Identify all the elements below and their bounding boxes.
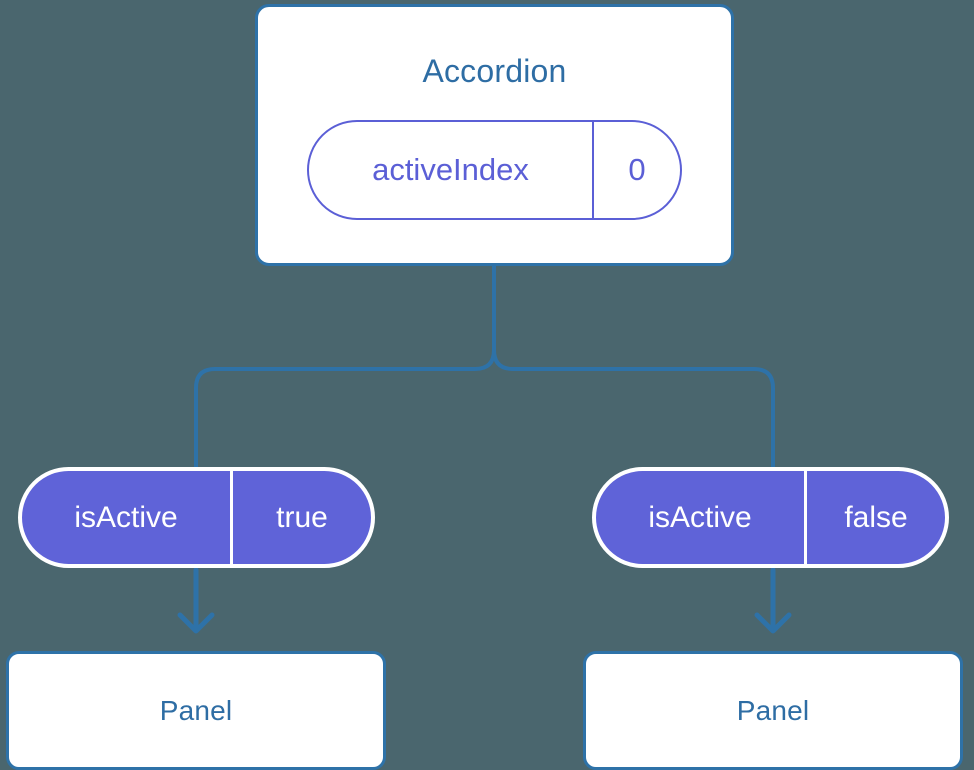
connector-branch-left [194,264,496,472]
arrow-right-pill-to-panel [754,567,792,634]
panel-node-left[interactable]: Panel [6,651,386,770]
accordion-label: Accordion [422,53,567,89]
state-pill-active-index-name: activeIndex [309,122,594,218]
prop-pill-is-active-true[interactable]: isActive true [18,467,375,568]
arrow-left-pill-to-panel [177,567,215,634]
state-pill-active-index-value: 0 [628,152,646,187]
prop-pill-is-active-false-name: isActive [596,471,807,564]
connector-branch-right [492,264,775,472]
panel-node-right[interactable]: Panel [583,651,963,770]
state-pill-active-index[interactable]: activeIndex 0 [307,120,682,220]
prop-pill-is-active-false-value: false [844,500,908,534]
prop-pill-is-active-true-value: true [276,500,328,534]
panel-label-right: Panel [736,695,810,726]
prop-pill-is-active-true-name: isActive [22,471,233,564]
prop-pill-is-active-false[interactable]: isActive false [592,467,949,568]
panel-label-left: Panel [159,695,233,726]
